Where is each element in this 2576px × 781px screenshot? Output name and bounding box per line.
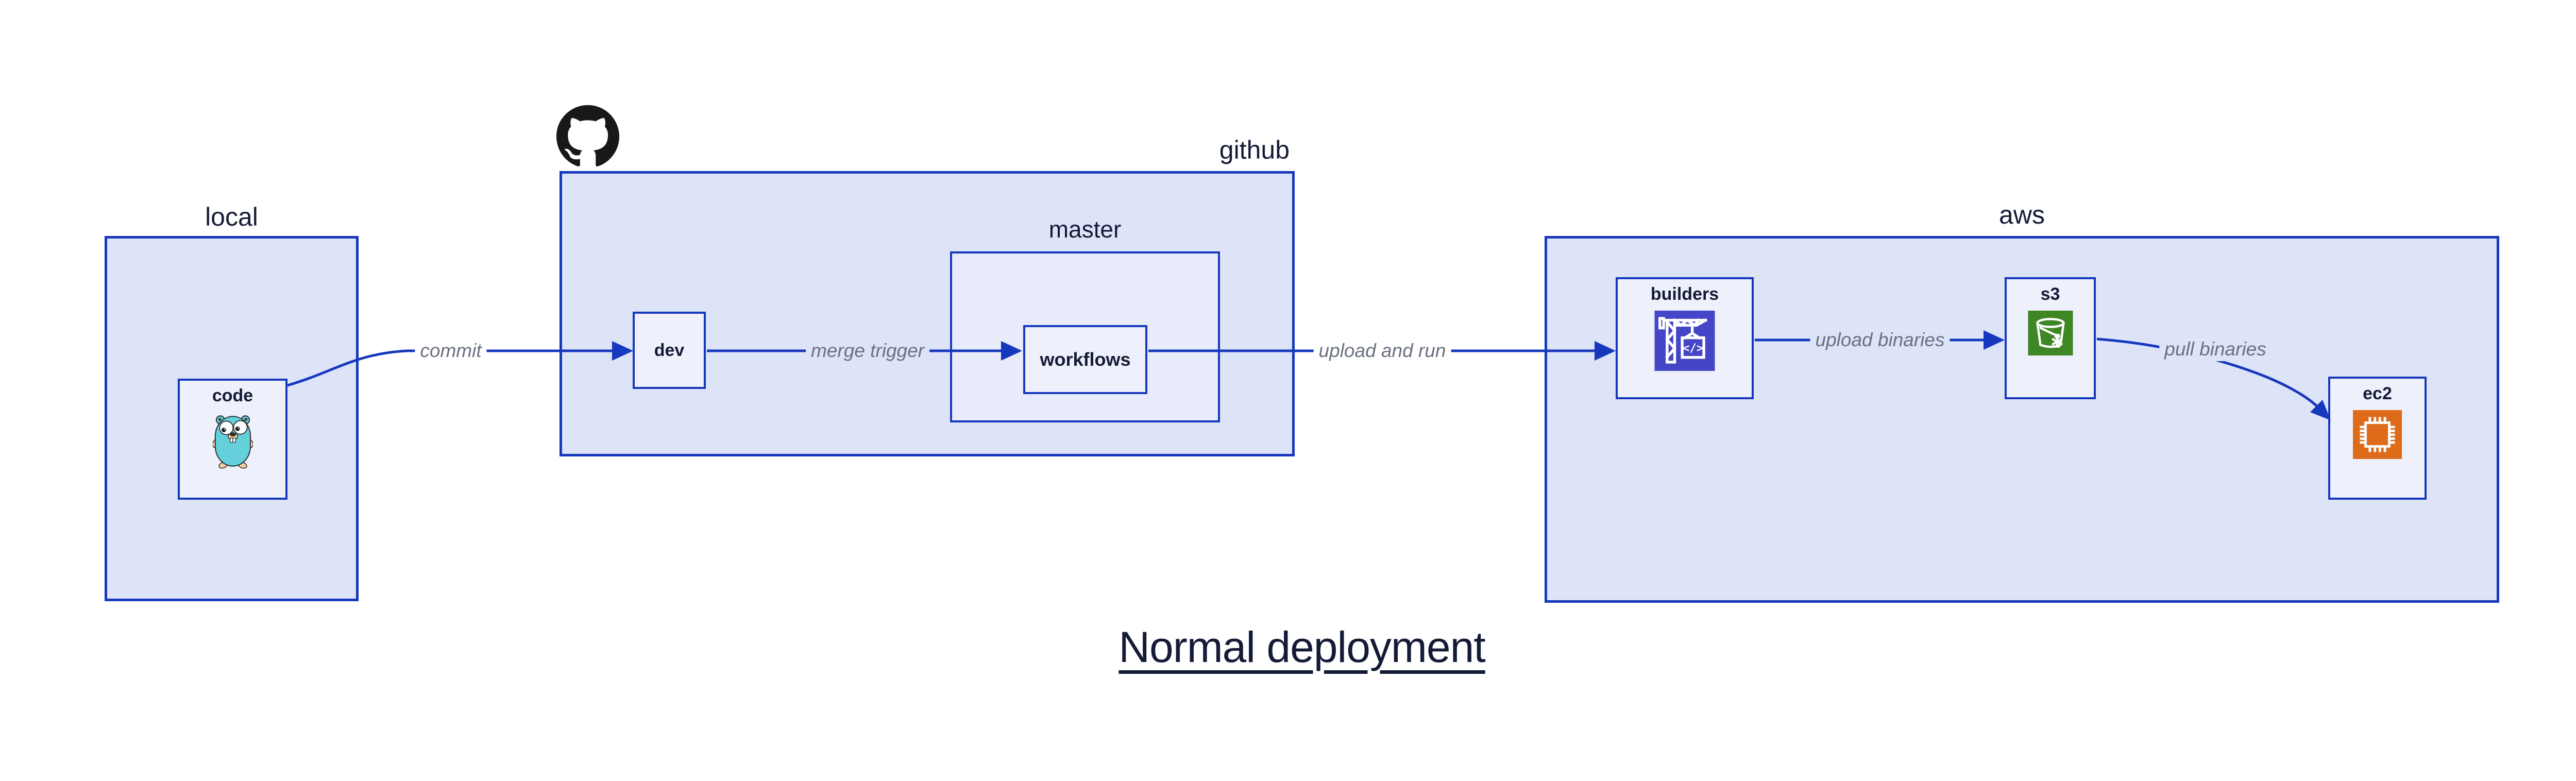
aws-s3-glacier-bucket-icon <box>2028 311 2073 355</box>
aws-codebuild-icon: </> <box>1654 311 1716 371</box>
merge-trigger-edge-label: merge trigger <box>805 339 930 363</box>
workflows-node-label: workflows <box>1040 349 1131 370</box>
aws-container-label: aws <box>1999 200 2045 229</box>
builders-node-box: builders <box>1616 277 1754 399</box>
ec2-node-label: ec2 <box>2363 384 2392 403</box>
upload-and-run-edge-label: upload and run <box>1313 339 1451 363</box>
go-gopher-icon <box>212 412 253 469</box>
commit-edge-label: commit <box>415 339 487 363</box>
master-container-label: master <box>1048 216 1122 243</box>
ec2-node-box: ec2 <box>2328 377 2427 500</box>
aws-ec2-chip-icon <box>2353 410 2402 459</box>
dev-node-label: dev <box>654 340 685 360</box>
pull-binaries-edge-label: pull binaries <box>2159 337 2272 361</box>
svg-text:</>: </> <box>1683 342 1703 355</box>
github-octocat-icon <box>556 105 619 168</box>
code-node-box: code <box>178 379 287 500</box>
s3-node-box: s3 <box>2005 277 2096 399</box>
diagram-title: Normal deployment <box>1118 623 1485 671</box>
builders-node-label: builders <box>1650 284 1719 304</box>
dev-node-box: dev <box>633 312 706 389</box>
upload-binaries-edge-label: upload binaries <box>1810 328 1950 352</box>
github-container-label: github <box>1219 135 1290 164</box>
workflows-node-box: workflows <box>1023 325 1147 394</box>
local-container-label: local <box>205 202 258 231</box>
s3-node-label: s3 <box>2040 284 2060 304</box>
code-node-label: code <box>212 386 253 405</box>
